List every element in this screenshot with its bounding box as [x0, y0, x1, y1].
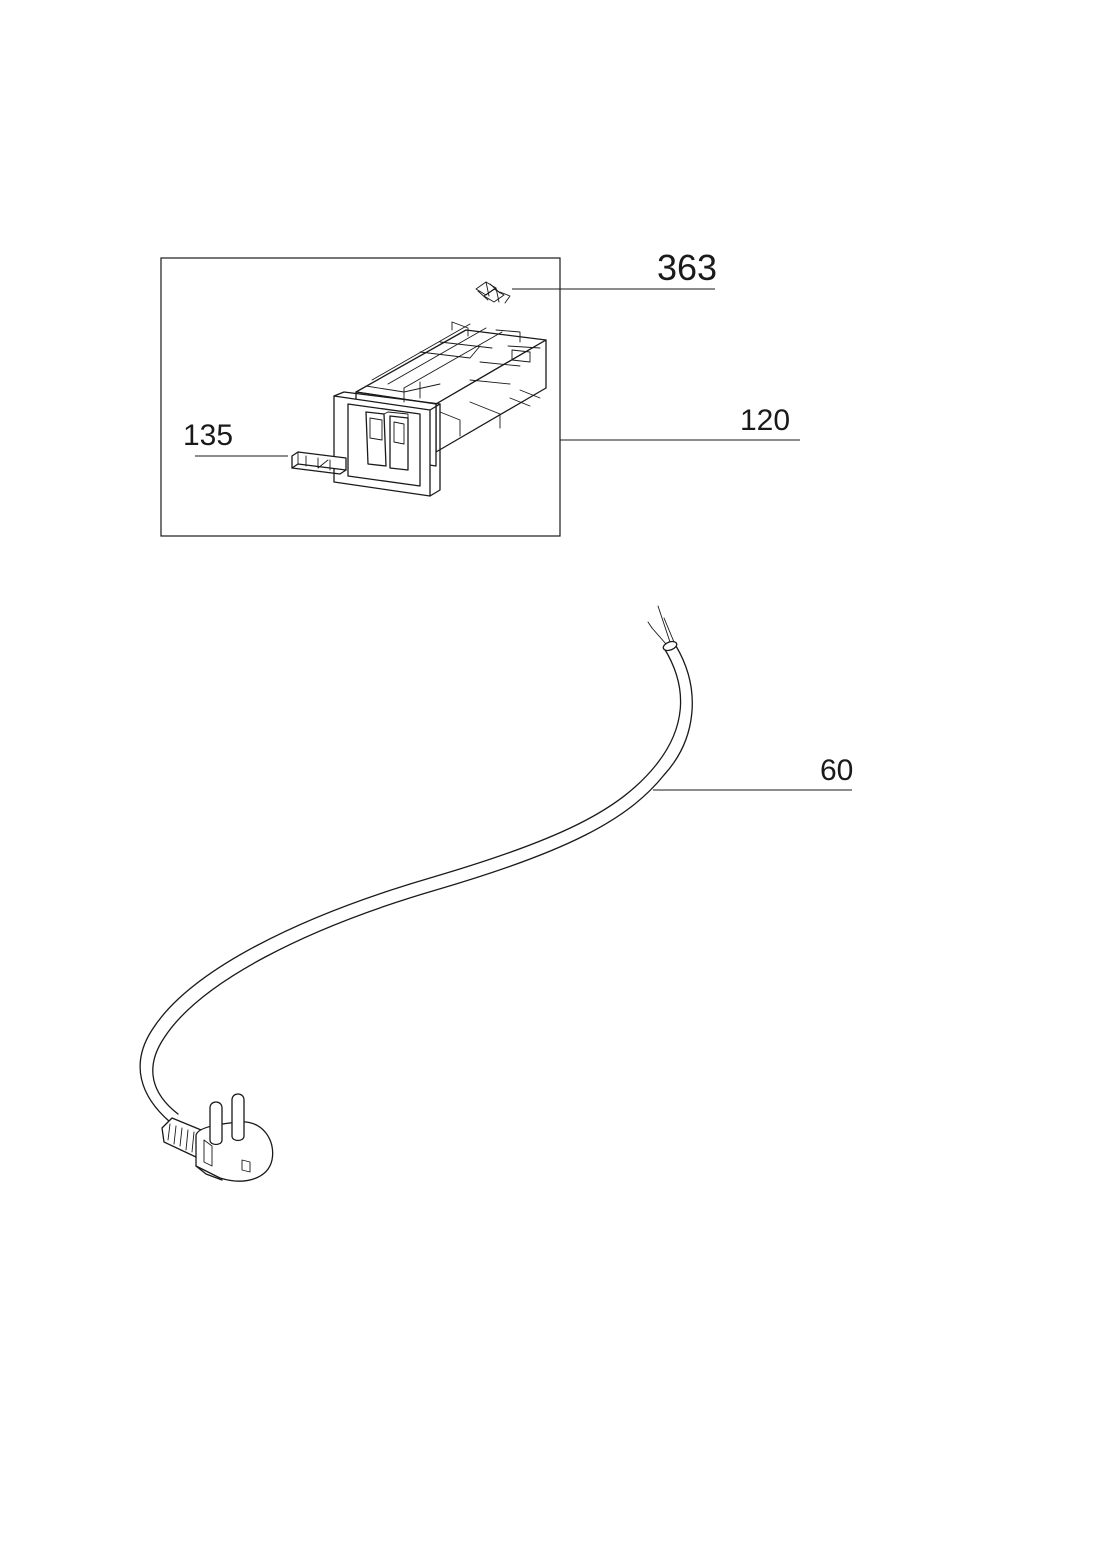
callout-120: 120 — [740, 404, 790, 437]
callout-363: 363 — [657, 247, 717, 288]
assembly-frame — [160, 257, 561, 537]
rocker-switch-part-120 — [333, 321, 547, 497]
callout-labels: 363 120 135 60 — [183, 247, 853, 787]
callout-60: 60 — [820, 754, 853, 787]
bracket-part-135 — [291, 451, 347, 475]
leader-lines — [195, 288, 852, 791]
clip-part-363 — [475, 281, 511, 304]
callout-135: 135 — [183, 419, 233, 452]
switch-assembly-group — [160, 257, 561, 537]
power-cord-part-60 — [139, 605, 693, 1182]
schuko-plug — [195, 1093, 274, 1182]
